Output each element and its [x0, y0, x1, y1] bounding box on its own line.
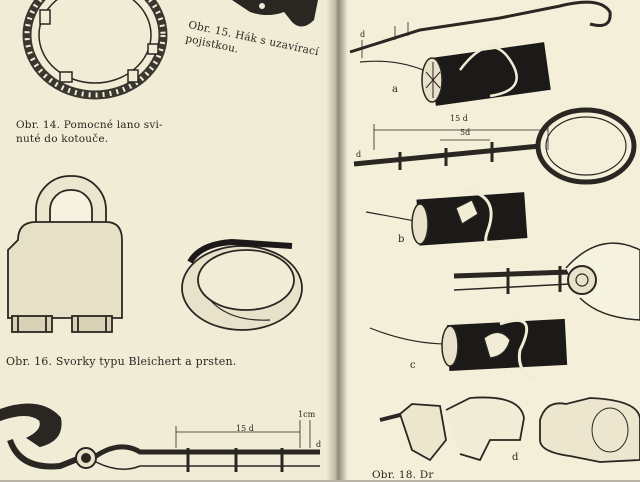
dimension-15d-hook: 15 d [236, 424, 254, 433]
sublabel-b: b [398, 234, 405, 245]
splice-step-b [365, 188, 528, 249]
sublabel-c: c [410, 360, 416, 371]
split-ring-illustration [181, 238, 303, 331]
dimension-15d-ring: 15 d [450, 114, 468, 123]
splice-step-c [369, 318, 568, 382]
clamp-sockets-illustration [379, 396, 640, 463]
thimble-eye-illustration [453, 242, 640, 321]
figure-14-caption-line2: nuté do kotouče. [16, 133, 109, 145]
dimension-d-top: d [360, 30, 366, 39]
dimension-5d-ring: 5d [460, 128, 471, 137]
lifting-hook-illustration [0, 403, 320, 472]
dimension-1cm-hook: 1cm [298, 410, 316, 419]
figure-16-caption: Obr. 16. Svorky typu Bleichert a prsten. [6, 355, 237, 368]
bleichert-clamp-illustration [7, 175, 123, 333]
sublabel-a: a [392, 84, 398, 95]
splice-step-a [359, 42, 551, 106]
book-gutter [326, 0, 348, 480]
coiled-rope-illustration [22, 0, 168, 100]
figure-14-caption: Obr. 14. Pomocné lano svi- nuté do kotou… [16, 118, 163, 146]
figure-18-caption: Obr. 18. Dr [372, 469, 434, 481]
sublabel-d: d [512, 452, 519, 463]
safety-hook-illustration [232, 0, 318, 27]
splice-with-ring [353, 107, 637, 185]
rope-top-illustration [349, 0, 612, 58]
dimension-d-ring: d [356, 150, 362, 159]
figure-14-caption-line1: Obr. 14. Pomocné lano svi- [16, 119, 163, 131]
dimension-d-hook: d [316, 440, 322, 449]
